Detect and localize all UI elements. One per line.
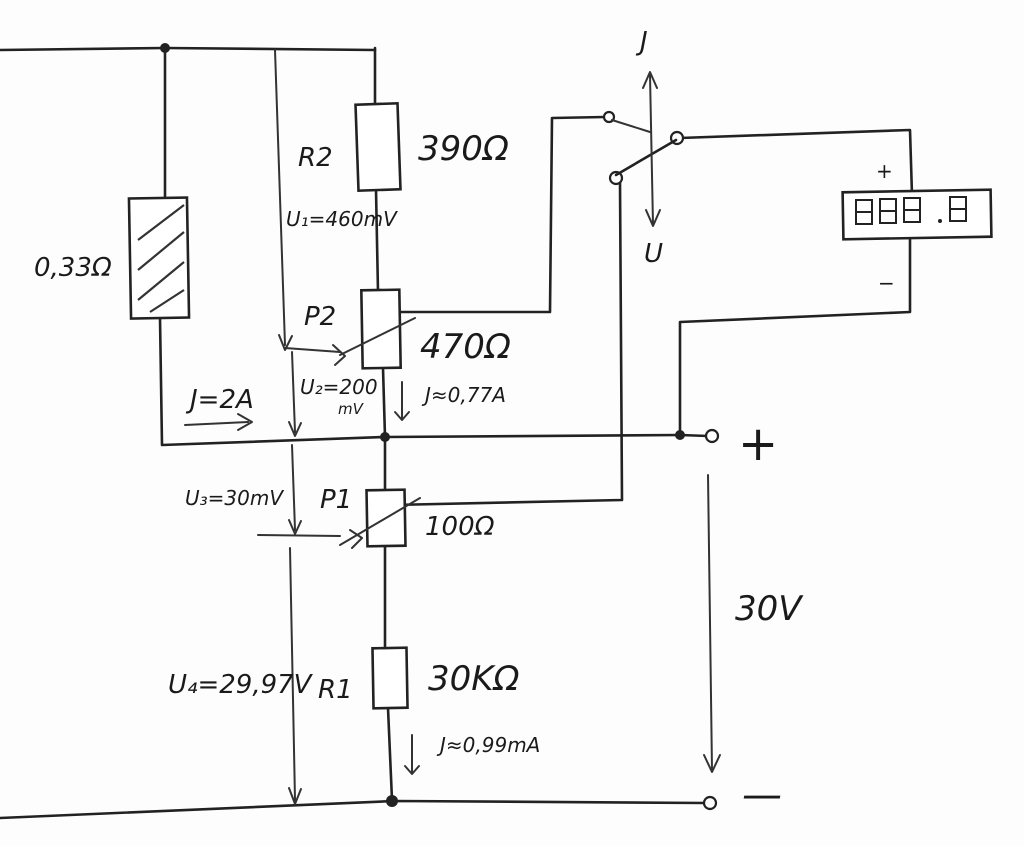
r1-bottom-wire [386, 706, 394, 802]
u2-label: U₂=200 [300, 375, 378, 399]
p2-node-wire [381, 366, 387, 439]
bottom-node [386, 795, 398, 807]
positive-terminal [704, 428, 720, 444]
main-current-arrow [184, 413, 253, 431]
switch-link [611, 119, 651, 133]
r1-resistor [371, 646, 409, 710]
p1-name: P1 [320, 485, 352, 515]
top-rail [0, 46, 377, 52]
shunt-value: 0,33Ω [34, 253, 112, 283]
p2-value: 470Ω [420, 327, 511, 367]
r1-current-arrow [404, 734, 420, 775]
switch-to-display-plus [678, 128, 914, 197]
u4-arrow [288, 547, 302, 805]
p1-value: 100Ω [425, 512, 495, 542]
u2-arrow [288, 351, 302, 437]
r2-resistor [354, 101, 402, 193]
u1-label: U₁=460mV [286, 207, 398, 231]
u3-tick [257, 534, 341, 537]
supply-voltage-label: 30V [735, 589, 804, 629]
r2-name: R2 [298, 143, 333, 173]
u4-label: U₄=29,97V [168, 670, 314, 700]
display-plus: + [876, 159, 893, 183]
p2-current-label: J≈0,77A [421, 383, 506, 407]
switch-lever [614, 138, 678, 177]
r2-value: 390Ω [418, 129, 509, 169]
display-digits [855, 196, 967, 225]
r1-current-label: J≈0,99mA [436, 733, 540, 757]
supply-voltage-arrow [703, 474, 721, 773]
switch-direction-arrow [642, 71, 661, 227]
u2-unit: mV [338, 400, 365, 418]
p2-potentiometer [359, 288, 403, 370]
p2-wiper-to-switch [393, 115, 607, 314]
top-node [160, 43, 170, 53]
shunt-bottom-wire [158, 316, 682, 447]
bottom-rail [0, 799, 707, 820]
r1-value: 30KΩ [428, 659, 520, 699]
r2-p2-wire [374, 188, 380, 294]
p2-current-arrow [394, 381, 410, 421]
negative-terminal [702, 795, 718, 811]
main-current-label: J=2A [185, 385, 254, 415]
display-minus-to-plus-terminal [678, 233, 912, 437]
u3-arrow [288, 444, 302, 535]
p2-name: P2 [304, 302, 336, 332]
p2-wiper-arrow [332, 317, 416, 366]
switch-label-bottom: U [644, 239, 663, 269]
shunt-resistor [127, 196, 191, 320]
switch-contact-u [608, 170, 624, 186]
r1-name: R1 [318, 675, 353, 705]
shunt-hatching [137, 204, 185, 313]
switch-label-top: J [635, 27, 648, 57]
p1-wiper-arrow [339, 497, 421, 549]
positive-terminal-label: + [738, 416, 778, 472]
p1-wiper-to-switch [390, 180, 624, 507]
negative-terminal-label: — [742, 772, 782, 818]
p2-tick [284, 347, 341, 353]
display-minus: − [878, 271, 895, 295]
middle-node [380, 432, 390, 442]
plus-node [675, 430, 685, 440]
u1-arrow [274, 49, 293, 351]
u3-label: U₃=30mV [185, 486, 284, 510]
